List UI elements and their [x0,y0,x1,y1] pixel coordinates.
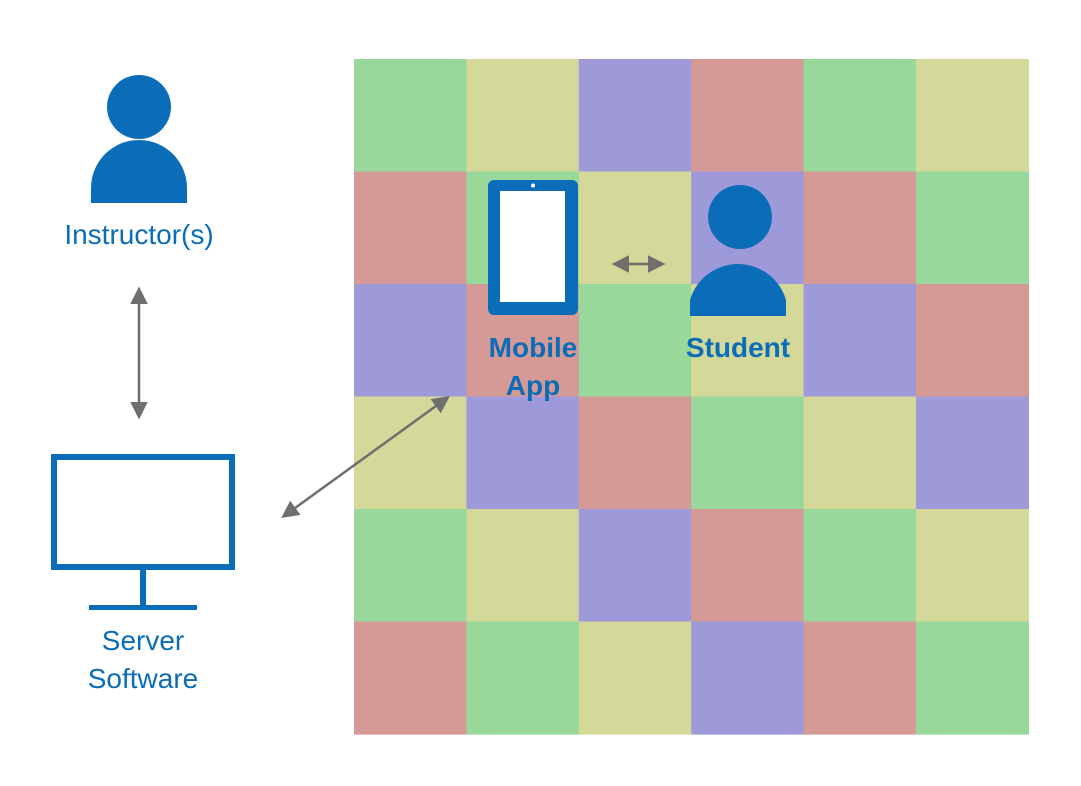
grid-cell [803,171,917,285]
grid-cell [691,509,805,623]
grid-cell [916,59,1029,173]
mobile-app-label: Mobile App [463,329,603,405]
mobile-label-line1: Mobile [488,332,578,363]
server-software-label: Server Software [43,622,243,698]
color-grid [354,59,1029,735]
grid-cell [916,171,1029,285]
grid-cell [578,509,692,623]
grid-cell [466,396,580,510]
grid-cell [803,396,917,510]
grid-cell [916,284,1029,398]
grid-cell [354,621,467,735]
grid-cell [803,621,917,735]
grid-cell [354,59,467,173]
grid-cell [578,59,692,173]
server-monitor-icon [51,454,235,610]
grid-cell [803,284,917,398]
grid-cell [466,621,580,735]
grid-cell [578,171,692,285]
grid-cell [466,509,580,623]
grid-cell [691,621,805,735]
grid-cell [578,396,692,510]
grid-cell [578,621,692,735]
student-label: Student [685,332,791,363]
grid-cell [354,509,467,623]
grid-cell [691,396,805,510]
grid-cell [803,59,917,173]
instructor-label: Instructor(s) [64,219,214,250]
instructor-person-icon [91,75,187,203]
grid-cell [916,509,1029,623]
grid-cell [466,59,580,173]
grid-cell [691,59,805,173]
grid-cell [354,284,467,398]
grid-cell [354,171,467,285]
server-label-line2: Software [87,663,199,694]
grid-cell [916,621,1029,735]
mobile-tablet-icon [488,180,578,315]
grid-cell [916,396,1029,510]
server-label-line1: Server [101,625,185,656]
student-person-icon [690,185,786,316]
server-mobile-arrow [281,395,450,519]
grid-cell [578,284,692,398]
grid-cell [803,509,917,623]
mobile-label-line2: App [505,370,561,401]
